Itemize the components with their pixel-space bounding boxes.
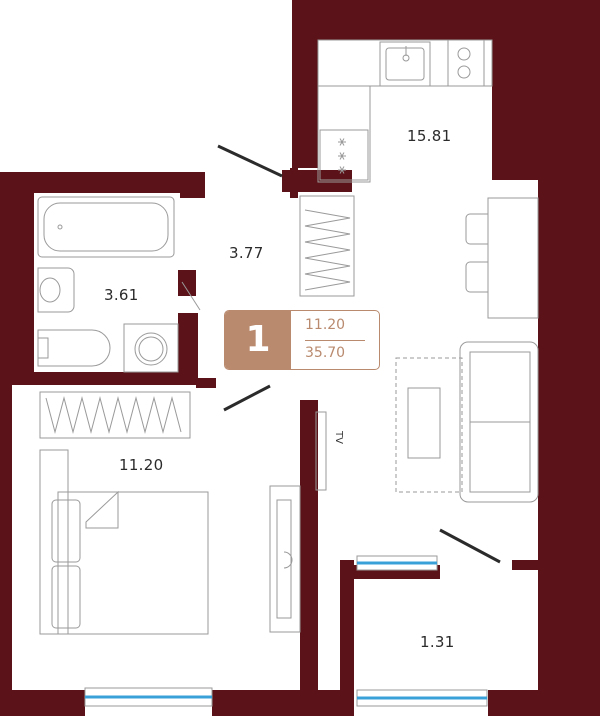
hall-area-label: 3.77 [229,244,264,262]
desk [269,485,301,633]
kitchen-furniture [317,39,539,319]
room-count: 1 [225,311,291,369]
living-area-value: 11.20 [305,317,346,333]
outer-walls [0,172,205,716]
door-swings [217,144,501,564]
windows [84,555,488,707]
kitchen-area-label: 15.81 [407,127,452,145]
bed [39,449,209,635]
wardrobes [39,195,355,439]
bedroom-area-label: 11.20 [119,456,164,474]
sofa [395,341,539,503]
tv-label: TV [332,431,344,444]
stove-icon [338,138,346,174]
bathroom-fixtures [37,196,179,373]
tv-unit [315,411,327,491]
total-area-value: 35.70 [305,345,346,361]
bathroom-door-swing [181,281,201,311]
balcony-area-label: 1.31 [420,633,455,651]
bathroom-area-label: 3.61 [104,286,139,304]
badge-divider [305,340,365,341]
apartment-summary-badge: 1 11.20 35.70 [224,310,380,370]
